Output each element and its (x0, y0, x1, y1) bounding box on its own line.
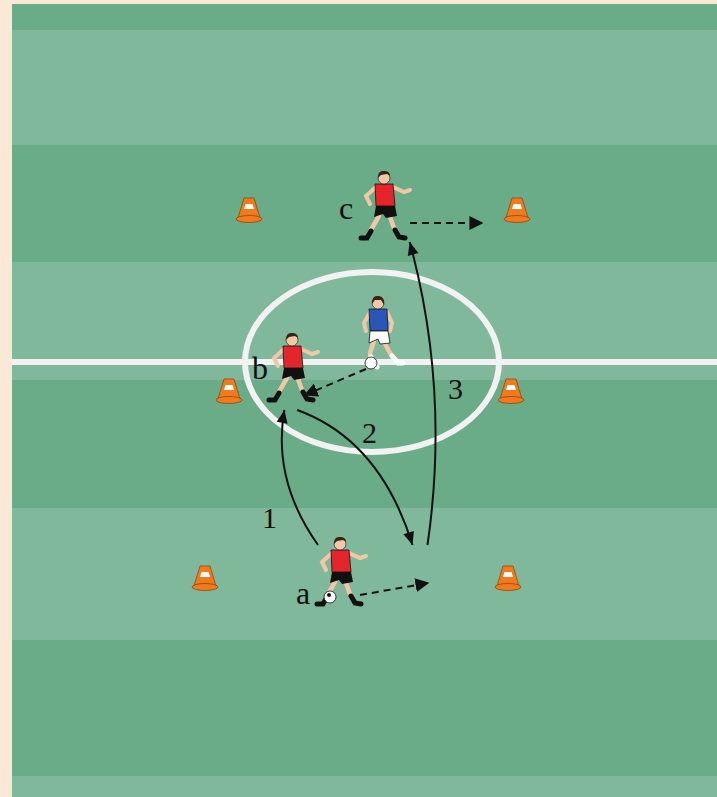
pass-arrow (277, 410, 318, 545)
player-letter: a (296, 577, 310, 609)
player-node: a (288, 545, 438, 610)
callout-number: 1 (262, 503, 277, 533)
player-node: c (336, 178, 412, 242)
pass-curve (297, 410, 412, 545)
callout-number: 3 (448, 374, 463, 404)
pass-arrow (297, 410, 414, 545)
player-letter: b (252, 352, 268, 384)
callout-number: 2 (362, 418, 377, 448)
arrow-head (277, 410, 288, 424)
player-letter: c (339, 192, 353, 224)
player-node: b (246, 330, 310, 410)
pass-arrow (408, 242, 436, 545)
arrow-head (403, 531, 414, 545)
arrow-head (408, 242, 419, 256)
pass-curve (282, 410, 318, 545)
pass-curve (410, 242, 436, 545)
